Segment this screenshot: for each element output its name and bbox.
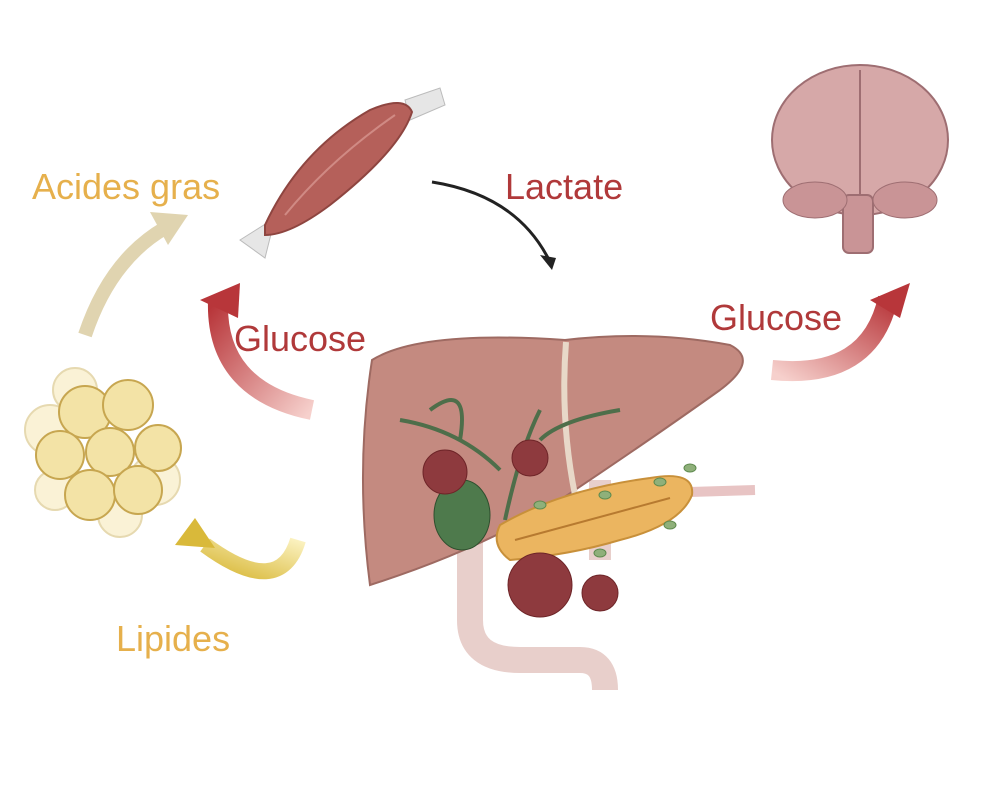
fatty-acids-arrow	[78, 212, 188, 338]
muscle-illustration	[239, 87, 446, 259]
lactate-arrow	[431, 180, 556, 270]
glucose-muscle-label: Glucose	[234, 318, 367, 359]
glucose-to-muscle-arrow	[200, 283, 315, 420]
glucose-brain-label: Glucose	[710, 297, 843, 338]
liver-illustration	[362, 335, 744, 587]
pancreas-illustration	[495, 463, 697, 618]
fatty-acids-label: Acides gras	[32, 166, 221, 207]
lipids-label: Lipides	[116, 618, 231, 659]
brain-illustration	[771, 64, 949, 254]
glucose-to-brain-arrow	[770, 283, 910, 381]
lactate-label: Lactate	[505, 166, 624, 207]
adipose-tissue-illustration	[24, 367, 182, 538]
lipids-arrow	[175, 518, 306, 580]
